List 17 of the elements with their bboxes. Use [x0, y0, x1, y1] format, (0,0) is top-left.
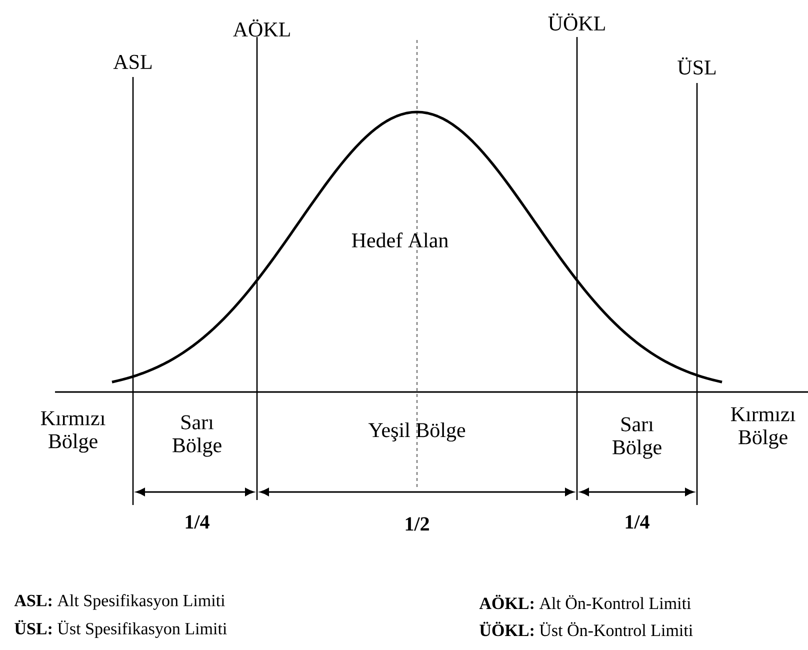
zone-label: Sarı Bölge: [172, 415, 222, 457]
limit-label: ÜSL: [678, 57, 716, 75]
limit-label: ÜÖKL: [548, 13, 605, 31]
dimension-label: 1/4: [186, 515, 210, 529]
limit-label: ASL: [113, 54, 152, 70]
legend-text: ÜSL: Üst Spesifikasyon Limiti: [14, 620, 227, 638]
zone-label: Yeşil Bölge: [368, 422, 466, 442]
dimension-label: 1/2: [406, 517, 429, 531]
dimension-label: 1/4: [626, 515, 650, 529]
area-label: Hedef Alan: [352, 232, 448, 248]
zone-label: Kırmızı Bölge: [730, 407, 796, 449]
legend-text: AÖKL: Alt Ön-Kontrol Limiti: [479, 594, 691, 610]
legend-text: ÜÖKL: Üst Ön-Kontrol Limiti: [480, 622, 693, 636]
zone-label: Sarı Bölge: [612, 417, 662, 459]
limit-label: AÖKL: [233, 19, 290, 37]
legend-text: ASL: Alt Spesifikasyon Limiti: [14, 594, 225, 610]
zone-label: Kırmızı Bölge: [40, 411, 106, 453]
